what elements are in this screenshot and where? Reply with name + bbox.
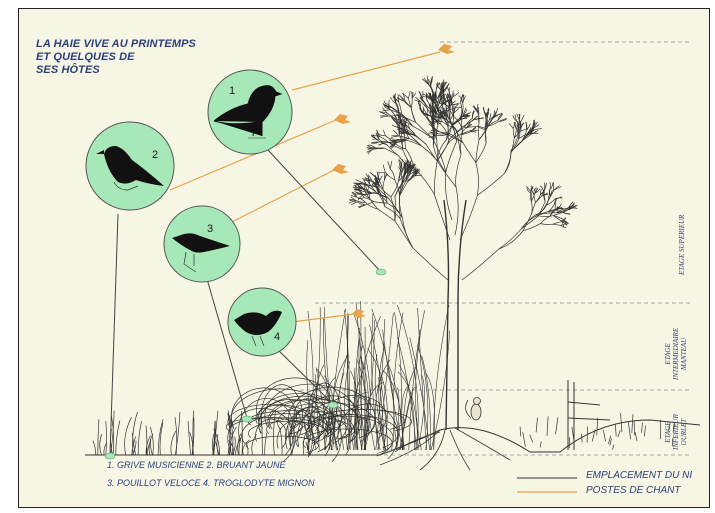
stage-upper-label: ETAGE SUPERIEUR bbox=[678, 215, 686, 275]
key-song-label: POSTES DE CHANT bbox=[586, 485, 680, 496]
stage-middle-line-1: ETAGE bbox=[664, 328, 672, 380]
title-line-1: LA HAIE VIVE AU PRINTEMPS bbox=[36, 38, 196, 51]
stage-middle-label: ETAGE INTERMEDIAIRE MANTEAU bbox=[664, 328, 688, 380]
diagram-title: LA HAIE VIVE AU PRINTEMPS ET QUELQUES DE… bbox=[36, 38, 196, 77]
bird-circle-4: 4 bbox=[228, 288, 296, 356]
stage-upper-text: ETAGE SUPERIEUR bbox=[678, 215, 686, 275]
bird-circle-1: 1 bbox=[208, 70, 292, 154]
stage-middle-line-3: MANTEAU bbox=[680, 328, 688, 380]
bird-number-4: 4 bbox=[274, 331, 280, 343]
ground-line bbox=[85, 420, 700, 455]
species-list-row-1: 1. GRIVE MUSICIENNE 2. BRUANT JAUNE bbox=[107, 460, 286, 470]
fence-post bbox=[568, 380, 610, 450]
stage-lower-line-3: OURLET bbox=[680, 414, 688, 450]
stage-lower-line-2: INFERIEUR bbox=[672, 414, 680, 450]
bird-number-3: 3 bbox=[207, 223, 213, 235]
bird-number-2: 2 bbox=[152, 149, 158, 161]
title-line-2: ET QUELQUES DE bbox=[36, 51, 196, 64]
stage-lower-label: ETAGE INFERIEUR OURLET bbox=[664, 414, 688, 450]
small-animal-icon bbox=[466, 398, 481, 421]
bird-number-1: 1 bbox=[229, 85, 235, 97]
bird-circle-3: 3 bbox=[164, 206, 240, 282]
title-line-3: SES HÔTES bbox=[36, 64, 196, 77]
key-nest-label: EMPLACEMENT DU NI bbox=[586, 470, 692, 481]
tree-canopy bbox=[349, 76, 578, 281]
species-list-row-2: 3. POUILLOT VELOCE 4. TROGLODYTE MIGNON bbox=[107, 478, 315, 488]
stage-middle-line-2: INTERMEDIAIRE bbox=[672, 328, 680, 380]
song-post-markers bbox=[332, 44, 455, 318]
bird-circle-2: 2 bbox=[86, 122, 174, 210]
stage-lower-line-1: ETAGE bbox=[664, 414, 672, 450]
